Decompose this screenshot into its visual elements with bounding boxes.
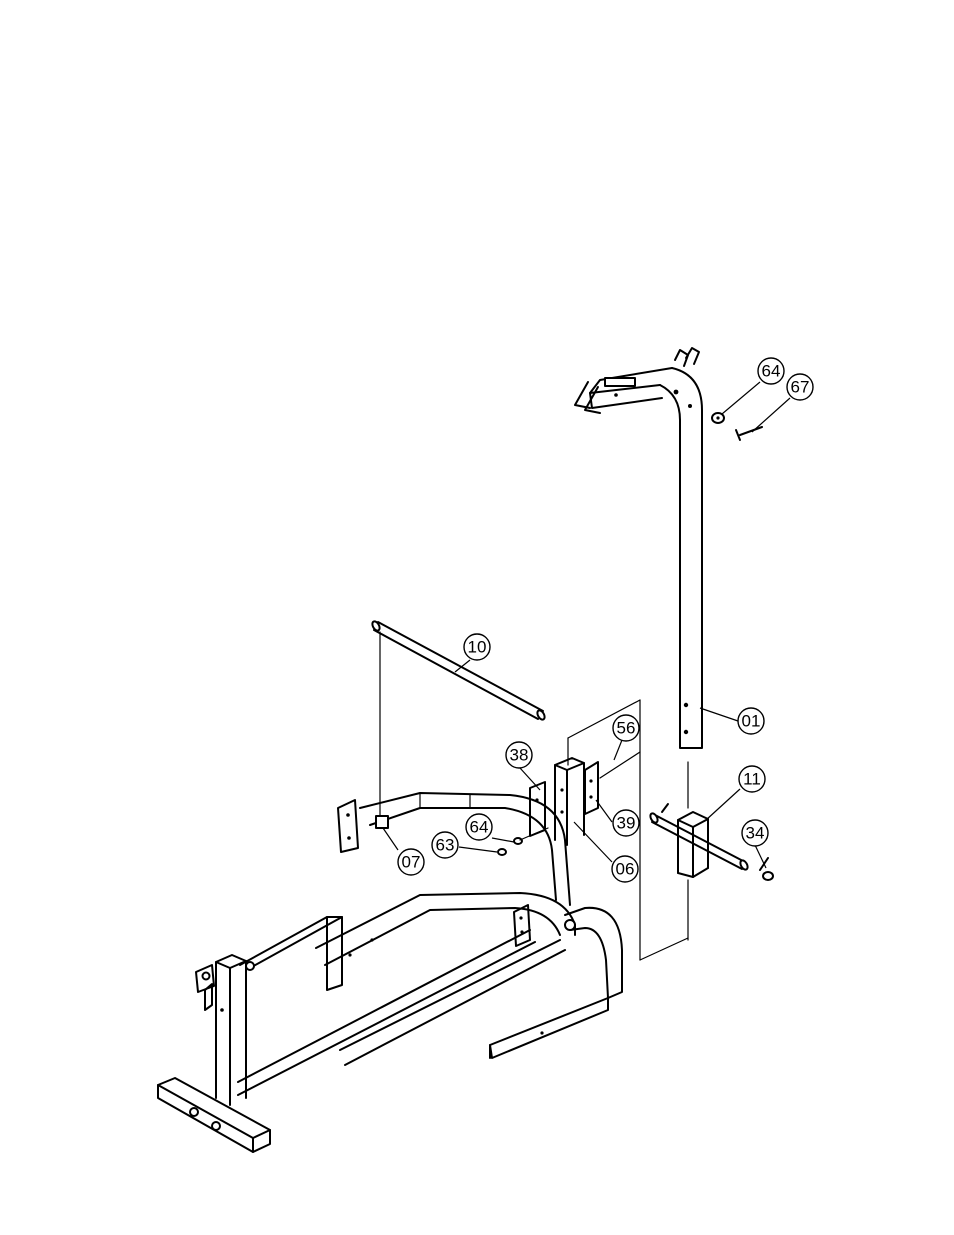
callout-64-top: 64: [758, 358, 784, 384]
callout-06: 06: [612, 856, 638, 882]
callout-67: 67: [787, 374, 813, 400]
callout-label: 64: [762, 362, 781, 381]
upright-post-part-01: [575, 348, 702, 748]
callout-label: 06: [616, 860, 635, 879]
callout-label: 67: [791, 378, 810, 397]
callout-label: 01: [742, 712, 761, 731]
callout-64-mid: 64: [466, 814, 492, 840]
callout-label: 38: [510, 746, 529, 765]
callout-01: 01: [738, 708, 764, 734]
callout-10: 10: [464, 634, 490, 660]
center-post-part-06: [530, 700, 688, 960]
callout-07: 07: [398, 849, 424, 875]
callout-leaders: [383, 382, 790, 868]
callout-11: 11: [739, 766, 765, 792]
callout-label: 10: [468, 638, 487, 657]
callout-38: 38: [506, 742, 532, 768]
callout-label: 07: [402, 853, 421, 872]
callout-63: 63: [432, 832, 458, 858]
callout-label: 34: [746, 824, 765, 843]
callout-34: 34: [742, 820, 768, 846]
callout-label: 63: [436, 836, 455, 855]
callout-39: 39: [613, 810, 639, 836]
washer-bolt-top-parts: [712, 413, 762, 440]
callout-label: 11: [743, 770, 761, 789]
callout-56: 56: [613, 715, 639, 741]
base-frame: [158, 893, 622, 1152]
callout-label: 64: [470, 818, 489, 837]
callout-label: 39: [617, 814, 636, 833]
rod-part-10: [371, 620, 546, 815]
callout-label: 56: [617, 719, 636, 738]
